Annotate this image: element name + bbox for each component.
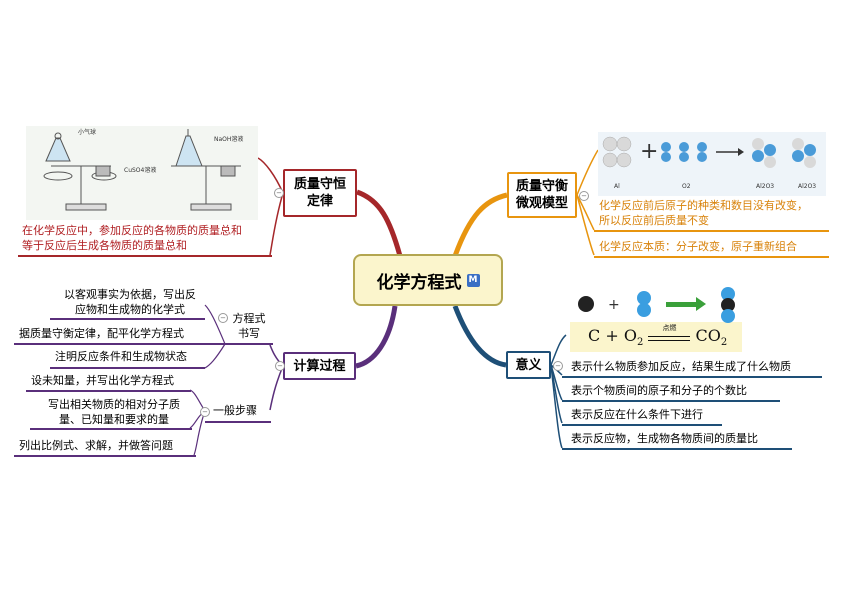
underline-gstep3 [14, 455, 196, 457]
general-step-2: 写出相关物质的相对分子质 量、已知量和要求的量 [34, 397, 194, 427]
underline-micro2 [594, 256, 829, 258]
eq-arrow: 点燃 [648, 324, 691, 341]
general-step-3: 列出比例式、求解，并做答问题 [19, 439, 173, 452]
eq-co-sub: 2 [720, 337, 728, 349]
eq-oxygen-sub: 2 [636, 337, 644, 349]
step1-line2: 应物和生成物的化学式 [75, 303, 185, 316]
branch-meaning[interactable]: 意义 [506, 351, 551, 379]
underline-meaning4 [562, 448, 792, 450]
mindmap-marker-icon: M [466, 273, 480, 287]
micro-model-text1: 化学反应前后原子的种类和数目没有改变， 所以反应前后质量不变 [599, 198, 829, 228]
underline-gstep1 [26, 390, 191, 392]
underline-meaning3 [562, 424, 722, 426]
branch-micro-model[interactable]: 质量守衡 微观模型 [507, 172, 577, 218]
underline-micro1 [594, 230, 829, 232]
branch-title-line1: 质量守衡 [515, 179, 568, 194]
gstep2-line2: 量、已知量和要求的量 [59, 413, 169, 426]
writing-step-1: 以客观事实为依据，写出反 应物和生成物的化学式 [55, 287, 205, 317]
underline-meaning2 [562, 400, 780, 402]
writing-step-2: 据质量守衡定律，配平化学方程式 [19, 327, 184, 340]
general-step-1: 设未知量，并写出化学方程式 [31, 374, 174, 387]
underline-step1 [50, 318, 205, 320]
eq-oxygen: O [623, 326, 637, 345]
branch-title-line1: 质量守恒 [293, 177, 346, 192]
label-o2: O2 [682, 183, 691, 190]
label-al2o3-b: Al2O3 [798, 183, 816, 190]
meaning-item: 表示反应在什么条件下进行 [571, 408, 703, 421]
balance-experiment-image: 小气球 NaOH溶液 CuSO4溶液 [26, 126, 258, 220]
collapse-toggle-micro[interactable]: − [579, 191, 589, 201]
conservation-text-line2: 等于反应后生成各物质的质量总和 [22, 239, 187, 252]
underline-step3 [50, 367, 205, 369]
eq-co: CO [695, 326, 721, 345]
atom-model-image: + Al O2 Al2O3 Al2O3 [598, 132, 826, 196]
branch-title: 意义 [515, 357, 542, 373]
central-topic[interactable]: 化学方程式 M [353, 254, 503, 306]
collapse-toggle-sub2[interactable]: − [200, 407, 210, 417]
sub-equation-writing[interactable]: 方程式 书写 [227, 311, 271, 341]
branch-title-line2: 微观模型 [515, 196, 568, 211]
svg-text:+: + [608, 297, 620, 313]
branch-title: 计算过程 [293, 358, 346, 374]
svg-text:+: + [640, 139, 658, 164]
label-cuso4: CuSO4溶液 [124, 166, 156, 174]
label-naoh: NaOH溶液 [214, 135, 243, 143]
collapse-toggle-sub1[interactable]: − [218, 313, 228, 323]
label-al: Al [614, 183, 620, 190]
conservation-definition: 在化学反应中，参加反应的各物质的质量总和 等于反应后生成各物质的质量总和 [22, 223, 272, 253]
eq-carbon: C [588, 326, 601, 345]
underline-conservation [18, 255, 272, 257]
meaning-item: 表示什么物质参加反应，结果生成了什么物质 [571, 360, 791, 373]
micro-model-text2: 化学反应本质：分子改变，原子重新组合 [599, 240, 797, 253]
gstep2-line1: 写出相关物质的相对分子质 [48, 398, 180, 411]
carbon-oxygen-reaction-image: + C + O2 点燃 CO2 [570, 284, 742, 352]
collapse-toggle-calculation[interactable]: − [275, 361, 285, 371]
sub-general-steps[interactable]: 一般步骤 [213, 404, 257, 417]
collapse-toggle-conservation[interactable]: − [274, 188, 284, 198]
underline-sub2 [205, 421, 271, 423]
underline-sub1 [205, 343, 273, 345]
branch-calculation[interactable]: 计算过程 [283, 352, 356, 380]
label-al2o3-a: Al2O3 [756, 183, 774, 190]
meaning-item: 表示反应物，生成物各物质间的质量比 [571, 432, 758, 445]
eq-condition: 点燃 [662, 324, 677, 332]
branch-conservation-law[interactable]: 质量守恒 定律 [283, 169, 357, 217]
sub1-label-line2: 书写 [238, 327, 260, 340]
underline-meaning1 [562, 376, 822, 378]
reaction-equation: C + O2 点燃 CO2 [588, 324, 728, 349]
underline-step2 [14, 343, 205, 345]
conservation-text-line1: 在化学反应中，参加反应的各物质的质量总和 [22, 224, 242, 237]
collapse-toggle-meaning[interactable]: − [553, 361, 563, 371]
sub1-label-line1: 方程式 [232, 312, 266, 325]
eq-plus: + [605, 326, 619, 345]
branch-title-line2: 定律 [306, 194, 333, 209]
micro-text1-line1: 化学反应前后原子的种类和数目没有改变， [599, 199, 808, 212]
underline-gstep2 [30, 428, 192, 430]
meaning-item: 表示个物质间的原子和分子的个数比 [571, 384, 747, 397]
step1-line1: 以客观事实为依据，写出反 [64, 288, 196, 301]
writing-step-3: 注明反应条件和生成物状态 [55, 350, 187, 363]
central-title: 化学方程式 [376, 272, 462, 293]
label-balloon: 小气球 [78, 128, 96, 136]
micro-text1-line2: 所以反应前后质量不变 [599, 214, 709, 227]
